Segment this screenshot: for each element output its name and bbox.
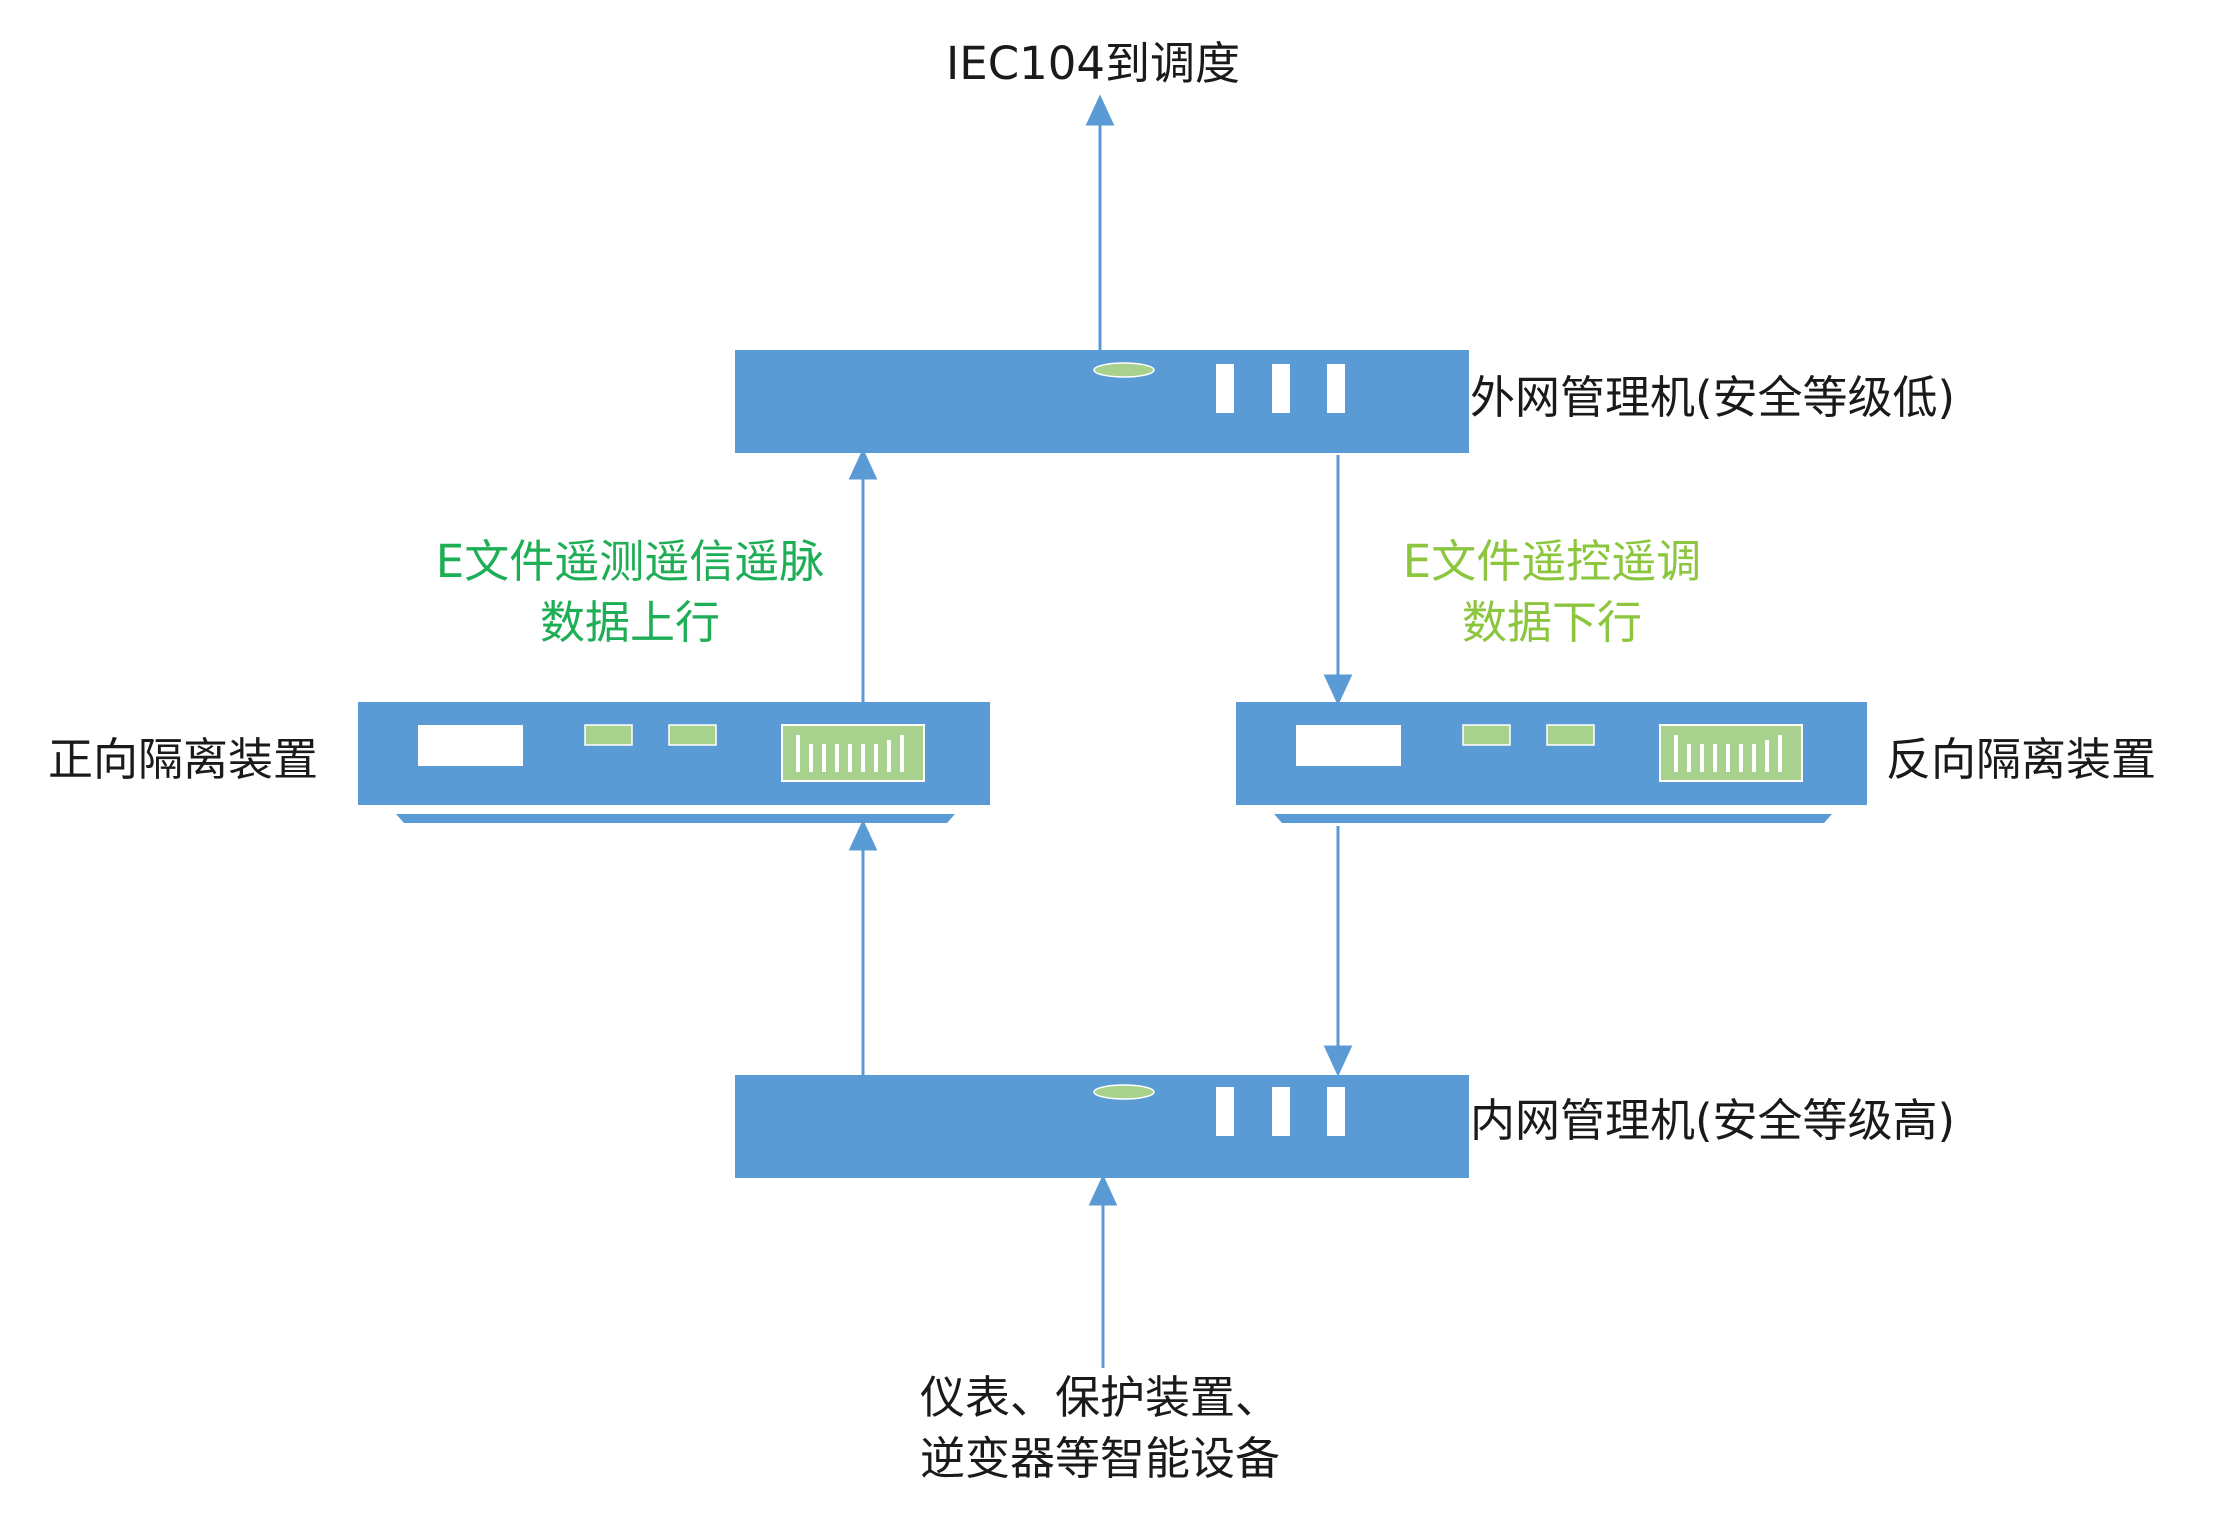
downstream-line-2: 数据下行 [1461, 595, 1642, 649]
field-devices-line-1: 仪表、保护装置、 [920, 1371, 1281, 1424]
reverse-isolation-label: 反向隔离装置 [1886, 733, 2157, 786]
forward-isolation-device [358, 702, 990, 823]
inner-manager-device [735, 1075, 1469, 1178]
device-indicator-light [1093, 362, 1155, 378]
field-devices-line-2: 逆变器等智能设备 [920, 1431, 1281, 1485]
outer-manager-device [735, 350, 1469, 453]
upstream-line-1: E文件遥测遥信遥脉 [435, 535, 825, 588]
downstream-data-label: E文件遥控遥调 数据下行 [1372, 532, 1732, 654]
field-devices-label: 仪表、保护装置、 逆变器等智能设备 [920, 1368, 1280, 1490]
upstream-line-2: 数据上行 [539, 595, 720, 649]
device-indicator-light [1093, 1084, 1155, 1100]
reverse-isolation-device [1236, 702, 1867, 823]
downstream-line-1: E文件遥控遥调 [1402, 535, 1702, 588]
outer-manager-label: 外网管理机(安全等级低) [1470, 371, 1956, 424]
dispatch-label: IEC104到调度 [946, 37, 1241, 90]
upstream-data-label: E文件遥测遥信遥脉 数据上行 [410, 532, 850, 654]
forward-isolation-label: 正向隔离装置 [48, 733, 319, 786]
inner-manager-label: 内网管理机(安全等级高) [1470, 1094, 1956, 1147]
arrows [848, 94, 1353, 1368]
